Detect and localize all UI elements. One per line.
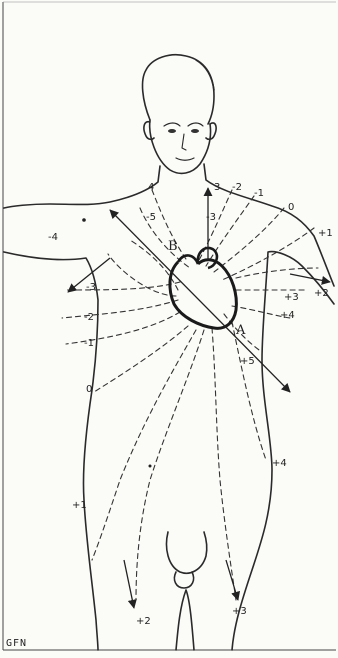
label-minus-5: -5 <box>146 212 156 223</box>
label-plus-4-right: +4 <box>280 310 295 321</box>
vector-arrows <box>68 188 330 608</box>
arrow-down-right <box>226 560 238 600</box>
label-plus-1-left: +1 <box>72 500 87 511</box>
label-0-left: 0 <box>86 384 92 395</box>
label-plus-3-right: +3 <box>284 292 299 303</box>
label-minus-1-top: -1 <box>254 188 264 199</box>
label-plus-3-lower: +3 <box>232 606 247 617</box>
label-minus-4: -4 <box>48 232 58 243</box>
label-4: 4 <box>148 182 154 193</box>
label-plus-1-right: +1 <box>318 228 333 239</box>
equipotential-lines <box>62 190 318 600</box>
label-plus-5: +5 <box>240 356 255 367</box>
label-0-top: 0 <box>288 202 294 213</box>
label-minus-3-top: -3 <box>206 212 216 223</box>
artist-signature: GFN <box>6 638 27 649</box>
label-3: 3 <box>214 182 220 193</box>
label-plus-2-lower: +2 <box>136 616 151 627</box>
dot-mark <box>82 218 86 222</box>
dot-mark-2 <box>149 465 152 468</box>
point-b-label: B <box>168 239 178 254</box>
label-minus-2: -2 <box>232 182 242 193</box>
label-plus-4-lower: +4 <box>272 458 287 469</box>
label-minus-3: -3 <box>86 282 96 293</box>
label-plus-2-right: +2 <box>314 288 329 299</box>
arrow-down-left <box>124 560 134 608</box>
label-minus-2-left: -2 <box>84 312 94 323</box>
label-minus-1-left: -1 <box>84 338 94 349</box>
eye-left <box>168 129 176 133</box>
heart <box>170 248 236 328</box>
point-a-label: A <box>235 323 246 338</box>
head <box>143 55 217 174</box>
eye-right <box>191 129 199 133</box>
